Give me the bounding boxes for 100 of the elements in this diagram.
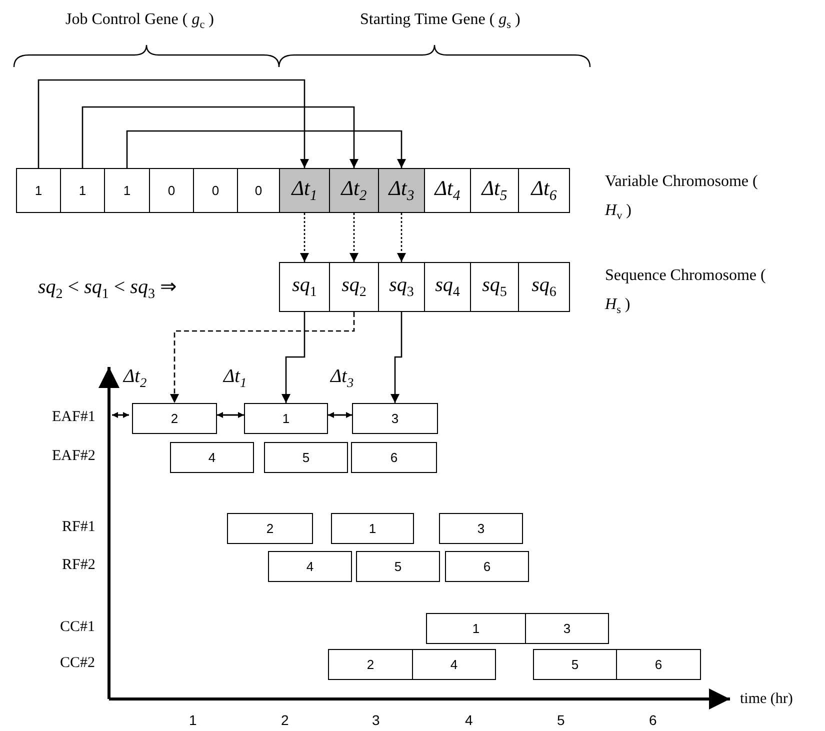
arrow [38,79,310,168]
row-label: EAF#2 [52,447,96,465]
gene-cell [424,168,471,213]
job-bar [445,551,529,582]
cell-text: sq$_{3}$ [389,274,414,300]
cell-text: 3 [477,521,485,536]
arrow [396,213,406,262]
cell-text: Δt$_{6}$ [531,176,557,206]
cell-text: 0 [168,183,176,198]
cell-text: 2 [170,411,178,426]
arrow [170,312,355,403]
job-bar [244,403,328,434]
gene-cell [237,168,280,213]
job-bar [356,551,440,582]
sequence-cell [329,262,379,312]
tick-label: 1 [189,712,197,729]
gene-cell [104,168,150,213]
gene-cell [518,168,570,213]
row-label: EAF#1 [52,408,96,426]
sequence-cell [470,262,519,312]
job-bar [331,513,414,544]
row-label: CC#1 [60,618,96,636]
arrow [300,213,310,262]
cell-text: sq$_{1}$ [292,274,317,300]
job-bar [268,551,352,582]
tick-label: 2 [281,712,289,729]
gene-cell [149,168,194,213]
gene-cell [279,168,330,213]
job-bar [352,403,438,434]
sequence-formula: sq$_{2}$ < sq$_{1}$ < sq$_{3}$ ⇒ [38,275,177,304]
cell-text: Δt$_{5}$ [482,176,508,206]
job-bar [328,649,413,680]
tick-label: 5 [557,712,565,729]
cell-text: 2 [266,521,274,536]
cell-text: 4 [450,657,458,672]
cell-text: 6 [390,450,398,465]
job-bar [533,649,617,680]
row-label: RF#2 [62,556,96,574]
cell-text: 5 [302,450,310,465]
cell-text: sq$_{2}$ [342,274,366,300]
cell-text: sq$_{5}$ [482,274,507,300]
cell-text: 0 [212,183,220,198]
cell-text: Δt$_{3}$ [388,176,414,206]
interval-label: Δt$_{1}$ [224,366,247,391]
section-label: Starting Time Gene ( g$_{s}$ ) [360,10,520,33]
job-bar [227,513,313,544]
chromosome-label: Sequence Chromosome ( H$_{s}$ ) [605,266,767,318]
interval-label: Δt$_{2}$ [124,366,147,391]
job-bar [132,403,217,434]
tick-label: 4 [465,712,473,729]
cell-text: 1 [282,411,290,426]
cell-text: 1 [368,521,376,536]
arrow [390,312,402,403]
cell-text: 3 [563,621,571,636]
cell-text: 0 [254,183,262,198]
job-bar [170,442,254,473]
arrow [82,106,359,168]
arrow [328,412,352,418]
interval-label: Δt$_{3}$ [330,366,354,391]
job-bar [616,649,701,680]
cell-text: 6 [654,657,662,672]
cell-text: sq$_{4}$ [435,274,460,300]
gene-cell [329,168,379,213]
cell-text: 1 [472,621,480,636]
cell-text: 1 [123,183,131,198]
arrow [126,130,406,168]
cell-text: Δt$_{4}$ [434,176,460,206]
arrow [217,412,244,418]
section-label: Job Control Gene ( g$_{c}$ ) [66,10,214,33]
cell-text: 1 [34,183,42,198]
arrow [349,213,359,262]
job-bar [412,649,496,680]
cell-text: 4 [306,559,314,574]
cell-text: 3 [391,411,399,426]
cell-text: 1 [78,183,86,198]
gene-cell [378,168,425,213]
job-bar [264,442,348,473]
tick-label: 3 [372,712,380,729]
cell-text: Δt$_{1}$ [292,176,318,206]
sequence-cell [518,262,570,312]
cell-text: 2 [366,657,374,672]
row-label: CC#2 [60,654,96,672]
chromosome-label: Variable Chromosome ( H$_{v}$ ) [605,172,759,224]
job-bar [426,613,526,644]
row-label: RF#1 [62,518,96,536]
sequence-cell [279,262,330,312]
arrow [281,312,306,403]
job-bar [525,613,609,644]
job-bar [439,513,523,544]
gene-cell [60,168,105,213]
cell-text: 4 [208,450,216,465]
gene-cell [16,168,61,213]
cell-text: Δt$_{2}$ [341,176,367,206]
job-bar [351,442,437,473]
axis-title: time (hr) [740,690,793,708]
tick-label: 6 [649,712,657,729]
cell-text: 5 [394,559,402,574]
cell-text: 6 [483,559,491,574]
cell-text: sq$_{6}$ [532,274,556,300]
cell-text: 5 [571,657,579,672]
